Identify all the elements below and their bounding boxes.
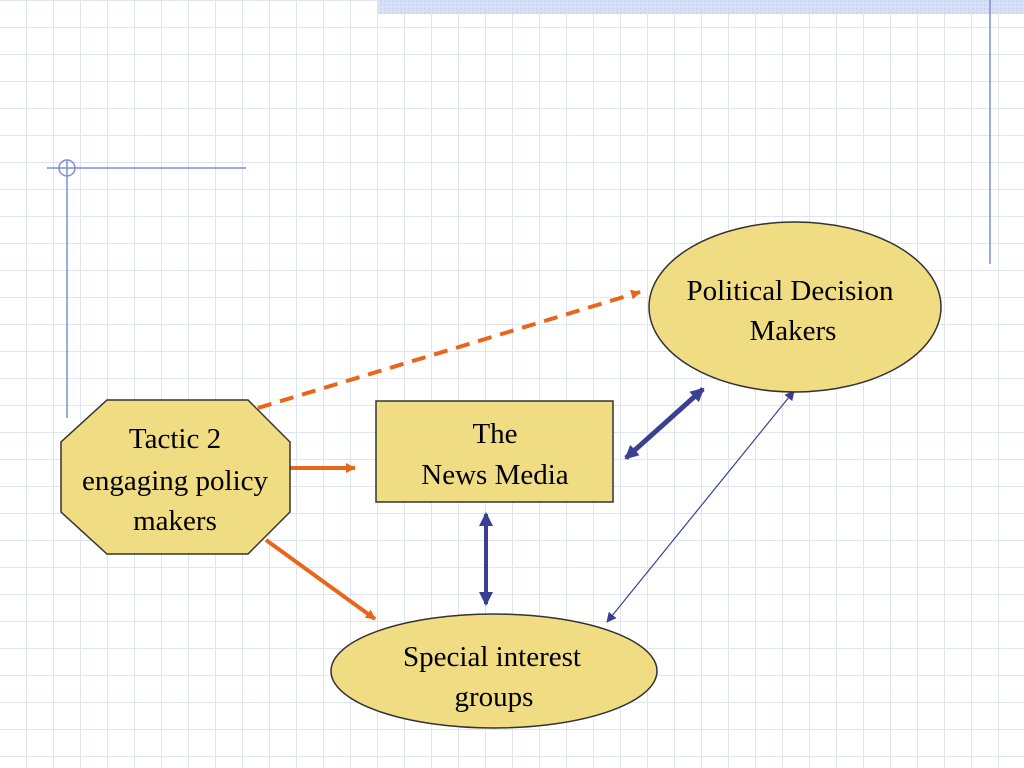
interest-ellipse (330, 613, 658, 729)
tactic-label-line3: makers (133, 505, 217, 537)
tactic-label-line1: Tactic 2 (129, 423, 221, 455)
arrow-media-political-bidirectional (624, 387, 705, 460)
interest-label-line1: Special interest (403, 641, 581, 673)
interest-node: Special interest groups (330, 613, 658, 729)
political-label-line2: Makers (750, 315, 837, 347)
tactic-octagon (60, 399, 291, 555)
media-box (375, 400, 614, 503)
media-node: The News Media (375, 400, 614, 503)
tactic-label-line2: engaging policy (82, 465, 269, 497)
media-label-line1: The (472, 418, 517, 450)
political-ellipse (648, 221, 942, 393)
corner-ornament (58, 159, 76, 177)
top-banner (378, 0, 1024, 14)
arrow-tactic-to-interest (264, 538, 377, 621)
political-node: Political Decision Makers (648, 221, 942, 393)
interest-label-line2: groups (455, 681, 534, 713)
tactic-node: Tactic 2 engaging policy makers (60, 399, 291, 555)
arrow-tactic-to-political-dashed (257, 289, 641, 410)
political-label-line1: Political Decision (687, 275, 894, 307)
arrow-interest-political-bidirectional (606, 390, 795, 623)
media-label-line2: News Media (421, 459, 569, 491)
